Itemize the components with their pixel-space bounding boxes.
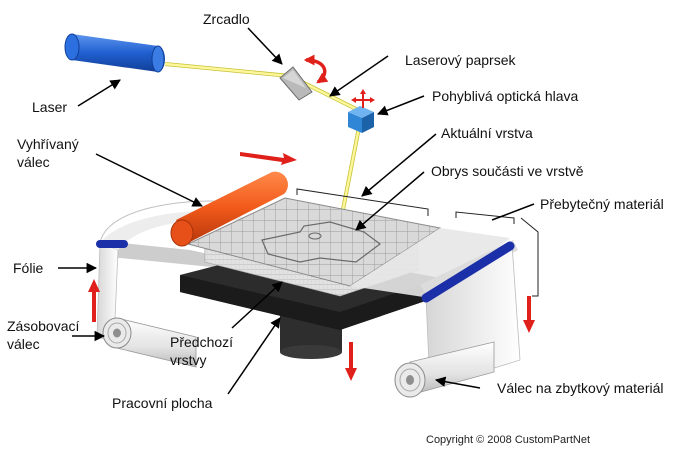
label-pracovni-plocha: Pracovní plocha — [112, 395, 213, 411]
label-prebytecny-material: Přebytečný materiál — [540, 196, 664, 212]
label-predchozi: Předchozí — [170, 334, 234, 350]
leader-lines — [58, 27, 535, 395]
label-laser: Laser — [32, 99, 68, 115]
bracket-excess-left — [455, 211, 515, 224]
leader-vyhrivany — [95, 153, 203, 207]
label-predchozi-vrstvy: vrstvy — [170, 352, 207, 368]
laser-unit — [64, 33, 165, 73]
bracket-excess-right — [520, 217, 539, 297]
leader-pracovni-plocha — [227, 317, 281, 395]
leader-zrcadlo — [247, 27, 283, 65]
label-valec-zbytkovy-material: Válec na zbytkový materiál — [497, 380, 664, 396]
part-outline — [261, 221, 381, 263]
blue-rods — [96, 240, 515, 303]
label-laserovy-paprsek: Laserový paprsek — [405, 52, 516, 68]
label-folie: Fólie — [13, 260, 44, 276]
label-vyhrivany: Vyhřívaný — [17, 136, 79, 152]
label-zrcadlo: Zrcadlo — [203, 11, 250, 27]
leader-obrys — [355, 171, 425, 231]
label-aktualni-vrstva: Aktuální vrstva — [441, 125, 533, 141]
leader-predchozi — [231, 281, 283, 329]
bracket-current-layer — [296, 188, 429, 216]
copyright-text: Copyright © 2008 CustomPartNet — [426, 434, 591, 446]
label-zasobovaci: Zásobovací — [7, 318, 80, 334]
laser-beam — [164, 62, 365, 226]
label-pohybliva-opticka-hlava: Pohyblivá optická hlava — [432, 88, 579, 104]
optical-head — [348, 89, 375, 133]
arrow-supply-up — [88, 279, 100, 322]
leader-valec-zbytkovy — [434, 376, 481, 389]
arrow-platform-down — [345, 342, 357, 381]
label-vyhrivany-valec: válec — [17, 154, 50, 170]
mirror — [279, 66, 313, 101]
mirror-rotation-arrow — [303, 54, 329, 84]
leader-prebytecny — [491, 203, 535, 221]
leader-laserovy-paprsek — [329, 55, 389, 97]
label-zasobovaci-valec: válec — [7, 336, 40, 352]
leader-aktualni-vrstva — [361, 133, 437, 197]
red-motion-arrows — [88, 152, 535, 381]
heated-roller — [170, 171, 288, 247]
arrow-waste-down — [523, 296, 535, 333]
arrow-roller-right — [240, 152, 297, 165]
label-obrys-soucasti: Obrys součásti ve vrstvě — [431, 163, 584, 179]
leader-laser — [77, 79, 121, 107]
waste-roll — [394, 341, 495, 398]
leader-pohybliva-hlava — [377, 95, 425, 116]
